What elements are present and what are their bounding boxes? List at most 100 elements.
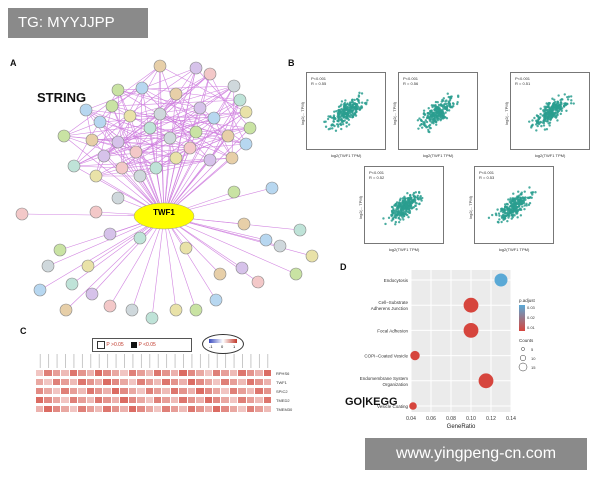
network-edge bbox=[163, 215, 177, 311]
scatter-point bbox=[358, 101, 361, 104]
scatter-point bbox=[560, 102, 563, 106]
ns-box-icon bbox=[97, 340, 105, 349]
network-edge bbox=[39, 215, 165, 291]
scatter-point bbox=[351, 98, 354, 101]
scatter-point bbox=[528, 186, 531, 189]
scatter-point bbox=[556, 100, 559, 103]
network-node bbox=[103, 299, 117, 313]
network-edge bbox=[135, 67, 197, 153]
scatter-point bbox=[431, 119, 434, 122]
scatter-point bbox=[403, 197, 406, 200]
heatmap-cell bbox=[170, 379, 179, 385]
heatmap-cell bbox=[111, 397, 120, 403]
network-edge bbox=[129, 85, 235, 117]
scatter-point bbox=[553, 103, 556, 106]
scatter-point bbox=[548, 109, 552, 112]
network-edge bbox=[129, 115, 215, 119]
scatter-point bbox=[511, 216, 514, 219]
x-tick-label: 0.12 bbox=[486, 416, 496, 422]
scatter-point bbox=[539, 107, 542, 110]
scatter-point bbox=[390, 205, 394, 209]
scatter-point bbox=[537, 122, 541, 126]
heatmap-cell bbox=[162, 370, 170, 376]
scatter-point bbox=[543, 105, 546, 109]
category-label: Cell−Substrate bbox=[378, 300, 408, 305]
scatter-point bbox=[559, 112, 562, 116]
count-tick: 10 bbox=[531, 356, 536, 361]
scatter-point bbox=[487, 216, 491, 220]
scatter-ylabel: log2(... TPM) bbox=[468, 195, 474, 220]
scatter-point bbox=[513, 208, 517, 211]
scatter-point bbox=[565, 102, 568, 106]
heatmap-cell bbox=[61, 397, 69, 403]
scatter-point bbox=[428, 116, 431, 119]
scatter-point bbox=[420, 126, 424, 129]
scatter-point bbox=[413, 195, 417, 198]
scatter-point bbox=[418, 191, 421, 195]
heatmap-cell bbox=[69, 370, 78, 376]
category-label: COPI−Coated Vesicle bbox=[364, 354, 408, 359]
scatter-point bbox=[409, 193, 412, 197]
x-tick-label: 0.14 bbox=[506, 416, 516, 422]
network-node bbox=[103, 227, 117, 241]
heatmap-cell bbox=[61, 388, 69, 394]
heatmap-cell bbox=[69, 379, 78, 385]
heatmap-cell bbox=[196, 397, 204, 403]
heatmap-cell bbox=[78, 379, 86, 385]
heatmap-cell bbox=[238, 370, 246, 376]
scatter-point bbox=[394, 212, 398, 215]
scatter-point bbox=[353, 98, 356, 102]
network-edge bbox=[163, 215, 297, 275]
scatter-point bbox=[412, 191, 416, 195]
category-label: Endomembrane System bbox=[360, 376, 409, 381]
scatter-point bbox=[329, 115, 332, 118]
network-node bbox=[105, 99, 119, 113]
scatter-point bbox=[541, 114, 544, 117]
heatmap-cell bbox=[162, 388, 170, 394]
network-node bbox=[233, 93, 247, 107]
scatter-ylabel: log2(... TPM) bbox=[504, 101, 510, 126]
scatter-point bbox=[404, 203, 408, 207]
scatter-point bbox=[522, 201, 526, 205]
network-edge bbox=[227, 99, 241, 137]
scatter-point bbox=[343, 104, 346, 108]
scatter-point bbox=[335, 110, 338, 113]
heatmap-cell bbox=[95, 388, 103, 394]
network-edge bbox=[85, 109, 171, 139]
scatter-point bbox=[503, 217, 506, 221]
scatter-point bbox=[535, 121, 539, 125]
scatter-point bbox=[344, 112, 347, 115]
heatmap-cell bbox=[170, 397, 179, 403]
scatter-point bbox=[551, 105, 554, 108]
count-legend-circle bbox=[519, 354, 527, 362]
network-edge bbox=[175, 73, 211, 95]
scatter-point bbox=[348, 101, 352, 104]
scatter-point bbox=[435, 115, 439, 119]
scatter-point bbox=[354, 107, 358, 111]
scatter-point bbox=[347, 118, 351, 122]
scatter-point bbox=[396, 206, 400, 210]
heatmap-cell bbox=[36, 397, 44, 403]
scatter-point bbox=[572, 102, 575, 105]
scatter-point bbox=[399, 211, 402, 214]
x-axis-title: GeneRatio bbox=[447, 424, 476, 430]
scatter-point bbox=[402, 212, 406, 216]
network-edge bbox=[99, 121, 191, 149]
scatter-point bbox=[445, 106, 449, 110]
scatter-point bbox=[526, 196, 529, 199]
scatter-point bbox=[418, 202, 421, 205]
scatter-point bbox=[332, 118, 336, 121]
scatter-point bbox=[447, 100, 450, 103]
heatmap-cell bbox=[128, 388, 137, 394]
scatter-point bbox=[430, 114, 433, 117]
scatter-point bbox=[554, 114, 557, 117]
scatter-point bbox=[438, 108, 441, 111]
scatter-point bbox=[409, 198, 412, 201]
scatter-point bbox=[424, 119, 428, 122]
scatter-point bbox=[562, 105, 566, 108]
row-label: TMEM30 bbox=[276, 407, 293, 412]
scatter-point bbox=[523, 204, 526, 207]
scatter-point bbox=[514, 198, 517, 202]
scatter-point bbox=[511, 205, 514, 209]
